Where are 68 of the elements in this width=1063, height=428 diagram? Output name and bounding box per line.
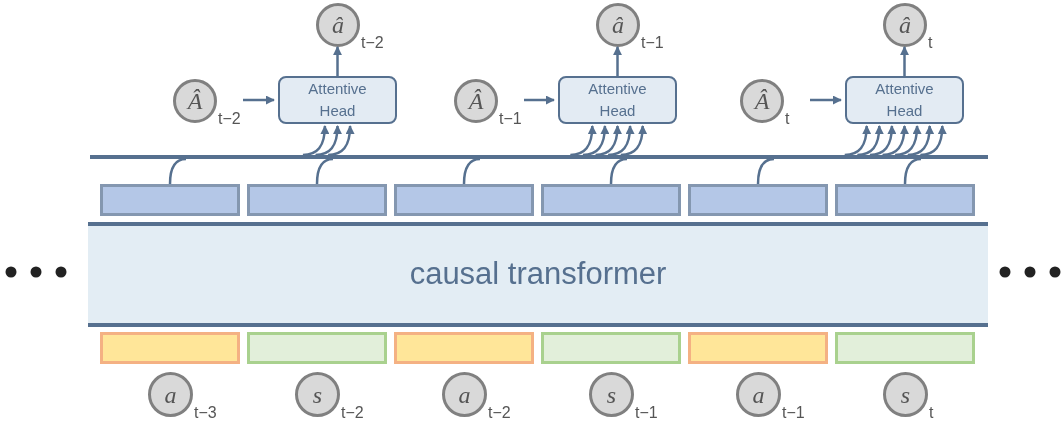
variable-symbol: s <box>606 382 617 407</box>
arrow <box>620 125 647 157</box>
variable-symbol: Â <box>754 89 770 113</box>
token-box <box>688 184 828 216</box>
subscript: t <box>785 111 790 127</box>
token-box <box>100 184 240 216</box>
head-label: Attentive Head <box>307 79 368 121</box>
arrow <box>570 125 597 157</box>
token-box <box>688 332 828 364</box>
variable-symbol: a <box>752 382 765 407</box>
arrow <box>524 95 555 105</box>
token-box <box>835 184 975 216</box>
variable-symbol: s <box>900 382 911 407</box>
arrow <box>869 125 897 157</box>
arrow <box>920 125 947 157</box>
token-box <box>394 332 534 364</box>
arrow <box>243 95 275 105</box>
token-box <box>247 332 387 364</box>
token-box <box>394 184 534 216</box>
subscript: t−2 <box>218 111 241 127</box>
band-title: causal transformer <box>409 255 667 294</box>
arrow <box>895 125 922 157</box>
transformer-band <box>88 222 988 327</box>
token-box <box>100 332 240 364</box>
variable-symbol: â <box>332 13 344 37</box>
subscript: t−2 <box>361 35 384 51</box>
variable-symbol: â <box>899 13 911 37</box>
arrow <box>882 125 909 157</box>
connector-line <box>315 157 334 185</box>
head-label: Attentive Head <box>587 79 648 121</box>
head-label: Attentive Head <box>874 79 935 121</box>
variable-symbol: a <box>164 382 177 407</box>
arrow <box>333 46 342 76</box>
variable-symbol: s <box>312 382 323 407</box>
subscript: t <box>929 405 934 421</box>
attention-head-box <box>558 76 677 124</box>
arrow <box>907 125 934 157</box>
subscript: t−2 <box>488 405 511 421</box>
token-box <box>247 184 387 216</box>
subscript: t−1 <box>635 405 658 421</box>
variable-symbol: â <box>612 13 624 37</box>
subscript: t <box>928 35 933 51</box>
subscript: t−1 <box>499 111 522 127</box>
arrow <box>315 125 342 157</box>
connector-line <box>609 157 628 185</box>
arrow <box>857 125 884 157</box>
token-box <box>541 184 681 216</box>
arrow <box>302 125 330 157</box>
subscript: t−1 <box>782 405 805 421</box>
variable-symbol: Â <box>468 89 484 113</box>
arrow <box>595 125 622 157</box>
arrow <box>900 46 909 76</box>
arrow <box>328 125 355 157</box>
arrow <box>608 125 635 157</box>
subscript: t−2 <box>341 405 364 421</box>
subscript: t−3 <box>194 405 217 421</box>
token-box <box>541 332 681 364</box>
connector-line <box>903 157 922 185</box>
attention-head-box <box>278 76 397 124</box>
arrow <box>582 125 610 157</box>
variable-symbol: Â <box>187 89 203 113</box>
arrow <box>613 46 622 76</box>
arrow <box>810 95 842 105</box>
arrow <box>844 125 871 157</box>
variable-symbol: a <box>458 382 471 407</box>
attention-head-box <box>845 76 964 124</box>
subscript: t−1 <box>641 35 664 51</box>
token-box <box>835 332 975 364</box>
